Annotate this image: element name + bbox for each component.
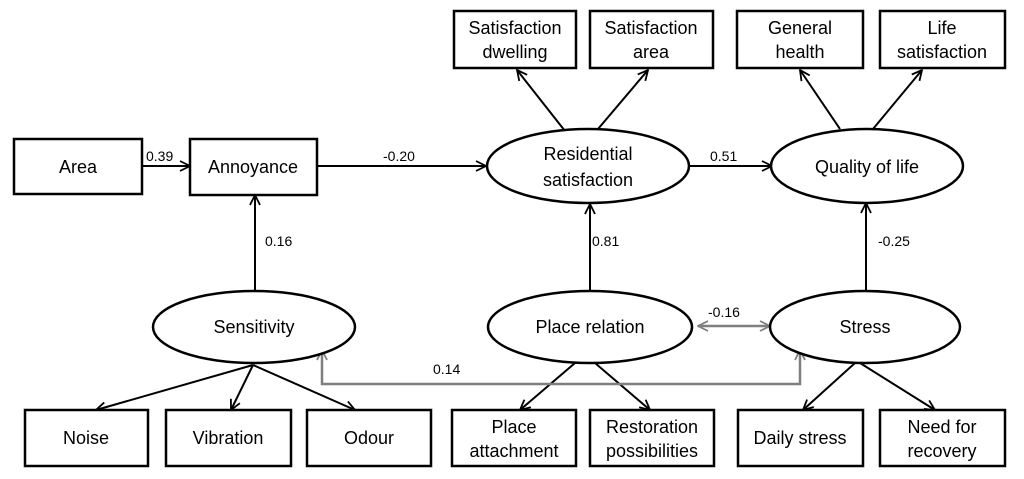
node-noise: Noise <box>23 408 150 468</box>
node-residential-satisfaction-line2: satisfaction <box>543 170 633 190</box>
edge-stress-daily-stress <box>803 362 856 410</box>
node-stress-label: Stress <box>839 317 890 337</box>
edge-place-relation-place-attachment <box>520 362 576 410</box>
node-satisfaction-area-line2: area <box>633 42 670 62</box>
node-residential-satisfaction-line1: Residential <box>543 144 632 164</box>
node-place-attachment-line2: attachment <box>469 441 558 461</box>
edge-sensitivity-vibration <box>231 364 254 410</box>
coef-place-relation-residential: 0.81 <box>592 233 619 249</box>
node-place-relation-label: Place relation <box>535 317 644 337</box>
node-life-satisfaction: Life satisfaction <box>878 9 1007 70</box>
edge-stress-need-for-recovery <box>859 362 935 410</box>
coef-residential-qol: 0.51 <box>710 148 737 164</box>
coef-sensitivity-annoyance: 0.16 <box>265 233 292 249</box>
edge-sensitivity-stress-covariance <box>322 350 800 386</box>
edge-residential-satisfaction-area <box>597 70 648 130</box>
coef-stress-qol: -0.25 <box>878 233 910 249</box>
coef-sensitivity-stress: 0.14 <box>433 361 460 377</box>
edge-residential-satisfaction-dwelling <box>517 70 566 132</box>
node-general-health-line2: health <box>775 42 824 62</box>
node-place-attachment: Place attachment <box>450 408 578 468</box>
node-annoyance-label: Annoyance <box>208 157 298 177</box>
node-restoration-possibilities-line1: Restoration <box>606 417 698 437</box>
node-satisfaction-area: Satisfaction area <box>588 9 715 70</box>
node-area: Area <box>12 137 144 196</box>
node-need-for-recovery-line1: Need for <box>907 417 976 437</box>
node-stress: Stress <box>768 289 962 365</box>
edge-place-relation-restoration <box>594 362 650 410</box>
node-restoration-possibilities: Restoration possibilities <box>588 408 716 468</box>
edges <box>96 70 935 410</box>
node-daily-stress-label: Daily stress <box>753 428 846 448</box>
node-quality-of-life: Quality of life <box>769 127 965 205</box>
coef-annoyance-residential: -0.20 <box>383 148 415 164</box>
node-quality-of-life-label: Quality of life <box>815 157 919 177</box>
node-sensitivity-label: Sensitivity <box>213 317 294 337</box>
edge-sensitivity-noise <box>96 364 254 410</box>
node-life-satisfaction-line2: satisfaction <box>897 42 987 62</box>
edge-qol-general-health <box>800 70 841 130</box>
node-satisfaction-area-line1: Satisfaction <box>604 18 697 38</box>
node-odour-label: Odour <box>344 428 394 448</box>
node-general-health: General health <box>735 9 865 70</box>
node-area-label: Area <box>59 157 98 177</box>
coefficients: 0.39 -0.20 0.51 0.16 0.81 -0.25 -0.16 0.… <box>146 148 910 377</box>
node-daily-stress: Daily stress <box>736 408 865 468</box>
coef-place-relation-stress: -0.16 <box>708 304 740 320</box>
node-life-satisfaction-line1: Life <box>927 18 956 38</box>
node-sensitivity: Sensitivity <box>151 289 357 365</box>
node-residential-satisfaction: Residential satisfaction <box>485 127 691 205</box>
node-satisfaction-dwelling-line2: dwelling <box>482 42 547 62</box>
node-noise-label: Noise <box>63 428 109 448</box>
edge-sensitivity-odour <box>252 364 355 410</box>
node-place-attachment-line1: Place <box>491 417 536 437</box>
node-annoyance: Annoyance <box>188 137 319 197</box>
node-satisfaction-dwelling: Satisfaction dwelling <box>452 9 578 70</box>
edge-qol-life-satisfaction <box>872 70 922 130</box>
node-odour: Odour <box>305 408 433 468</box>
node-satisfaction-dwelling-line1: Satisfaction <box>468 18 561 38</box>
node-place-relation: Place relation <box>486 289 694 365</box>
node-vibration: Vibration <box>164 408 293 468</box>
node-general-health-line1: General <box>768 18 832 38</box>
node-restoration-possibilities-line2: possibilities <box>606 441 698 461</box>
node-vibration-label: Vibration <box>193 428 264 448</box>
node-need-for-recovery: Need for recovery <box>878 408 1007 468</box>
node-need-for-recovery-line2: recovery <box>907 441 976 461</box>
coef-area-annoyance: 0.39 <box>146 148 173 164</box>
